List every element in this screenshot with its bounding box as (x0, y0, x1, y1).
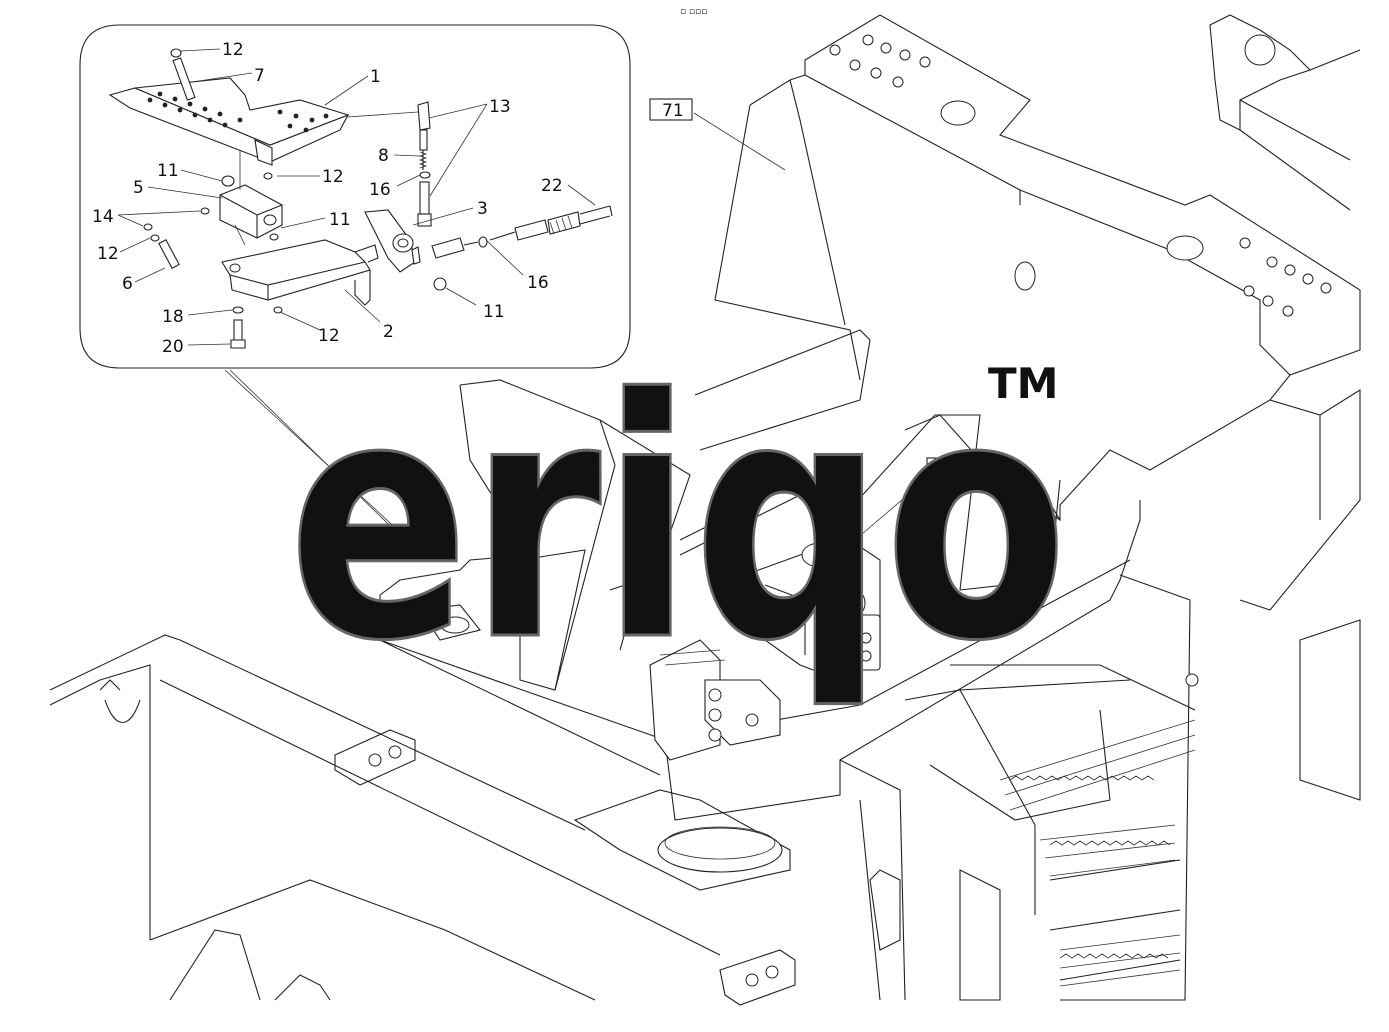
callout-16-a: 16 (369, 180, 391, 200)
callout-11-a: 11 (157, 161, 179, 181)
callout-11-c: 11 (483, 302, 505, 322)
detail-leader-lines (224, 369, 431, 561)
callout-leaders (117, 48, 931, 541)
callout-2: 2 (383, 322, 394, 342)
cab-platform (379, 329, 1141, 821)
callout-12-d: 12 (318, 326, 340, 346)
callout-22: 22 (541, 176, 563, 196)
callout-1: 1 (370, 67, 381, 87)
watermark-text: eriqo (288, 329, 1068, 713)
callout-12-c: 12 (97, 244, 119, 264)
callout-18: 18 (162, 307, 184, 327)
callout-13: 13 (489, 97, 511, 117)
callout-3: 3 (477, 199, 488, 219)
top-marker: ▫ ▫▫▫ (680, 7, 707, 17)
detail-callout-labels: 12 7 1 13 8 11 12 5 16 22 14 11 3 12 6 1… (92, 40, 563, 357)
lower-frame (49, 634, 906, 1006)
callout-16-b: 16 (527, 273, 549, 293)
callout-7: 7 (254, 66, 265, 86)
watermark-trademark: TM (988, 359, 1058, 408)
pedal-plate-holes (147, 91, 329, 133)
reference-box-110[interactable]: 110 (926, 457, 970, 480)
reference-box-110-label: 110 (933, 460, 965, 480)
watermark-logo: eriqo TM (287, 328, 1070, 715)
access-stairs (904, 574, 1199, 1001)
callout-20: 20 (162, 337, 184, 357)
reference-box-71-label: 71 (662, 101, 684, 121)
callout-8: 8 (378, 146, 389, 166)
callout-6: 6 (122, 274, 133, 294)
callout-12-top: 12 (222, 40, 244, 60)
main-chassis-frame (714, 14, 1361, 801)
callout-5: 5 (133, 178, 144, 198)
reference-box-71[interactable]: 71 (649, 98, 693, 121)
callout-11-b: 11 (329, 210, 351, 230)
callout-12-b: 12 (322, 167, 344, 187)
top-plate-holes (829, 34, 1332, 317)
callout-14: 14 (92, 207, 114, 227)
detail-view-bubble (79, 24, 631, 369)
